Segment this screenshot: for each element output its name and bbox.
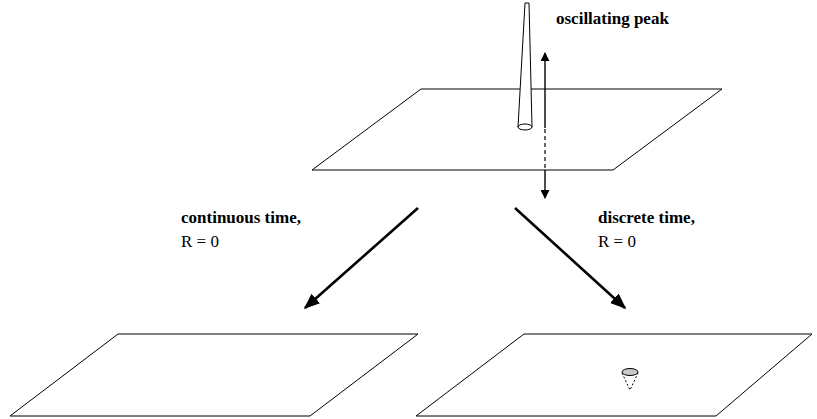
peak-label: oscillating peak	[556, 10, 669, 27]
peak-base	[518, 124, 532, 130]
up-arrow	[544, 53, 545, 128]
transition-arrow	[305, 208, 418, 308]
transition-label: continuous time,	[181, 209, 301, 226]
transition-label: R = 0	[598, 233, 636, 250]
down-arrow	[544, 170, 545, 198]
hidden-arrow-part	[544, 129, 545, 170]
peak-cone	[518, 3, 532, 127]
flat-plane	[10, 334, 418, 416]
top-plane	[312, 89, 722, 170]
transition-label: discrete time,	[598, 209, 695, 226]
residual-plane	[416, 334, 812, 416]
transition-label: R = 0	[181, 233, 219, 250]
small-cone-top	[622, 369, 638, 376]
